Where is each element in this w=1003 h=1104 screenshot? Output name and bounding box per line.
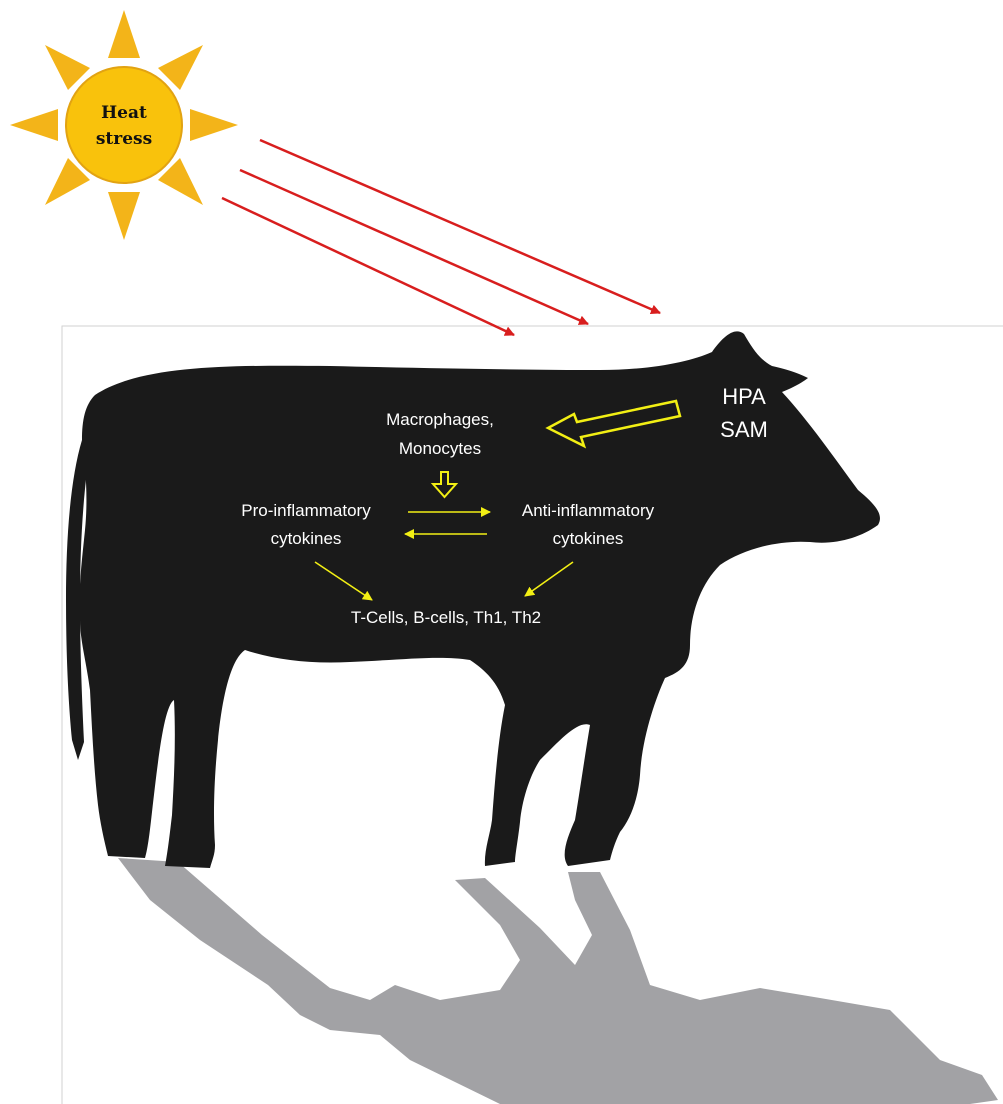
udder-teats xyxy=(215,630,249,650)
sun-icon: Heat stress xyxy=(10,10,238,240)
label-anti-cytokines: cytokines xyxy=(553,529,624,548)
label-macrophages: Macrophages, xyxy=(386,410,494,429)
label-sam: SAM xyxy=(720,417,768,442)
label-monocytes: Monocytes xyxy=(399,439,481,458)
heat-arrow-2 xyxy=(240,170,588,324)
heat-arrow-1 xyxy=(260,140,660,313)
label-pro-cytokines: cytokines xyxy=(271,529,342,548)
cow-shadow xyxy=(118,858,998,1104)
label-t-cells: T-Cells, B-cells, Th1, Th2 xyxy=(351,608,541,627)
sun-label-line1: Heat xyxy=(101,103,147,123)
heat-arrow-3 xyxy=(222,198,514,335)
sun-disc xyxy=(66,67,182,183)
label-pro-inflammatory: Pro-inflammatory xyxy=(241,501,371,520)
label-anti-inflammatory: Anti-inflammatory xyxy=(522,501,655,520)
heat-arrows xyxy=(222,140,660,335)
sun-label-line2: stress xyxy=(96,129,152,149)
label-hpa: HPA xyxy=(722,384,766,409)
